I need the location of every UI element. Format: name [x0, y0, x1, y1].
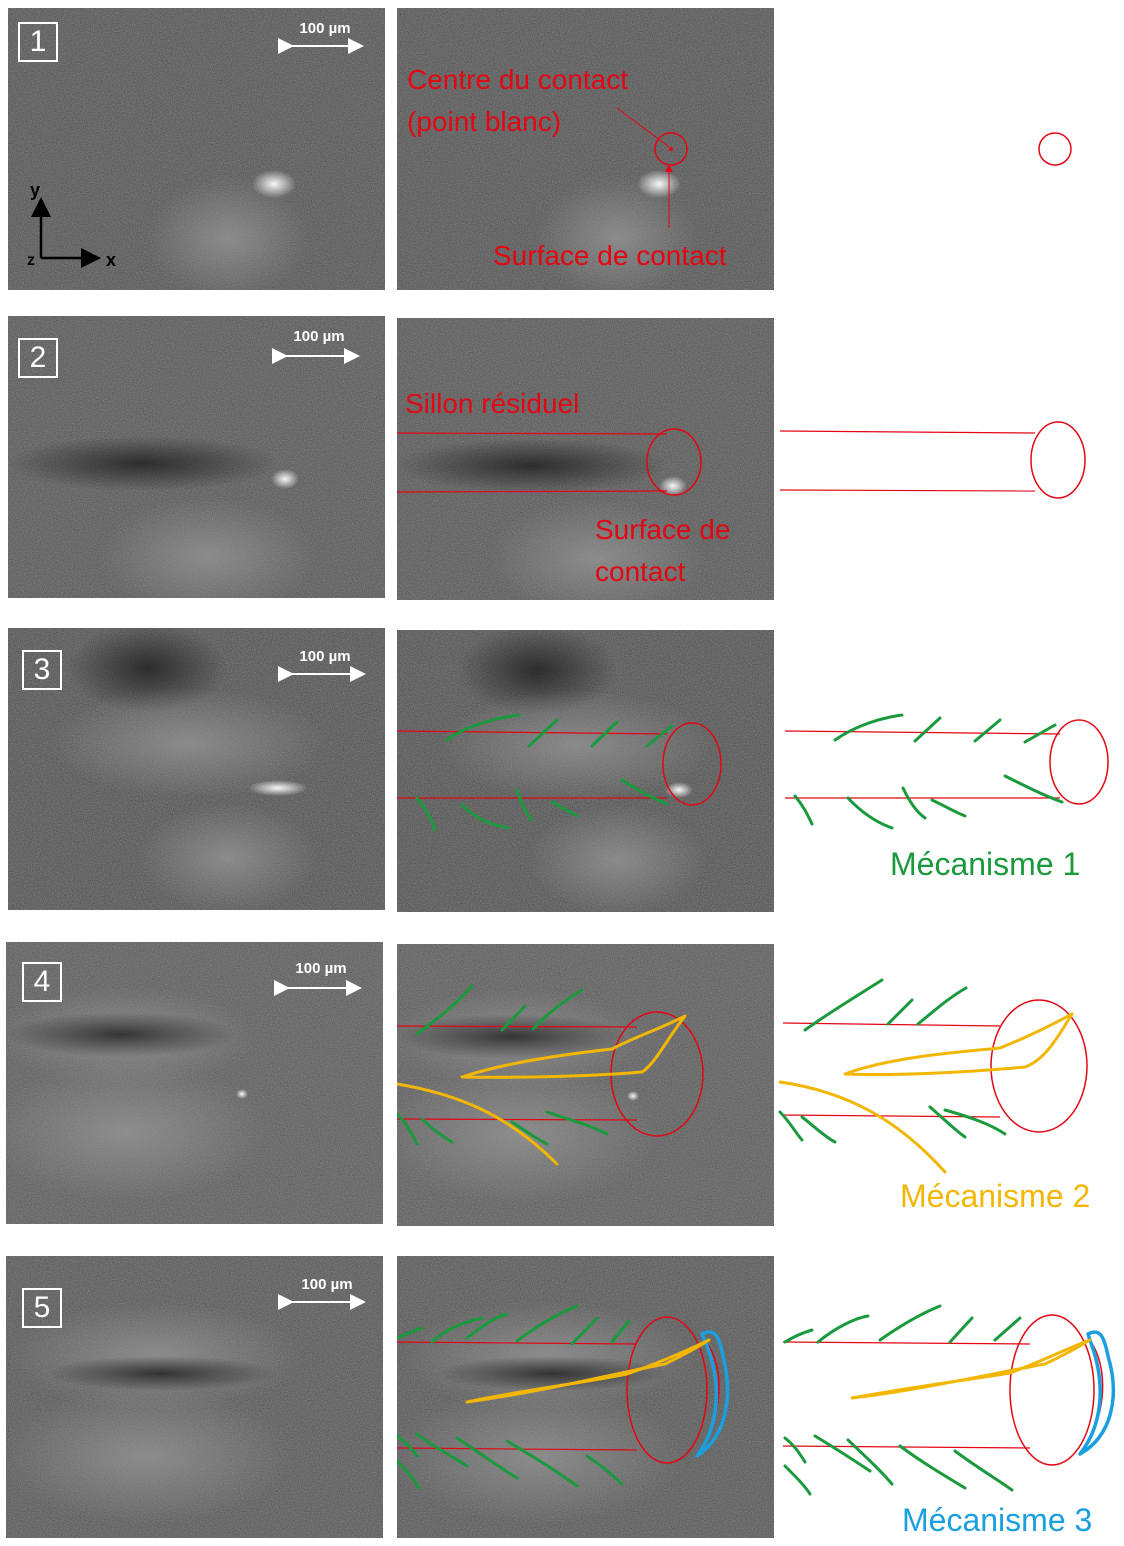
micrograph-5-raw: 5 100 µm — [6, 1256, 383, 1538]
axis-z-label: z — [27, 252, 35, 269]
scale-bar — [278, 666, 366, 682]
micrograph-2-raw: 2 100 µm — [8, 316, 385, 598]
schematic-contact-circle — [1038, 132, 1072, 166]
micrograph-texture — [397, 8, 774, 290]
row-number-badge: 2 — [18, 338, 58, 378]
mechanism-1-overlay — [397, 713, 722, 832]
contact-overlay — [616, 107, 688, 228]
schematic-5 — [782, 1304, 1116, 1496]
schematic-1 — [1038, 132, 1072, 166]
micrograph-texture — [397, 630, 774, 912]
mechanism-3-label: Mécanisme 3 — [902, 1502, 1093, 1538]
micrograph-4-annotated — [397, 944, 774, 1226]
sillon-label: Sillon résiduel — [405, 388, 580, 419]
micrograph-texture — [8, 8, 385, 290]
micrograph-texture — [397, 1256, 774, 1538]
schematic-4 — [778, 978, 1088, 1174]
figure-row-3: 3 100 µm — [0, 628, 1124, 912]
mechanism-2-overlay — [397, 984, 704, 1166]
surface-label-line2: contact — [595, 556, 686, 587]
scale-bar-label: 100 µm — [301, 1276, 353, 1293]
schematic-3 — [784, 713, 1109, 830]
row-number-badge: 3 — [22, 650, 62, 690]
axis-y-label: y — [29, 180, 40, 200]
scale-bar-label: 100 µm — [299, 648, 351, 665]
micrograph-texture — [397, 944, 774, 1226]
mechanism-2-label: Mécanisme 2 — [900, 1178, 1091, 1214]
centre-label: Centre du contact — [407, 64, 629, 95]
micrograph-1-raw: 1 100 µm y x z — [8, 8, 385, 290]
mechanism-1-label: Mécanisme 1 — [890, 846, 1081, 882]
scale-bar — [274, 980, 362, 996]
figure-row-4: 4 100 µm — [0, 942, 1124, 1226]
micrograph-3-raw: 3 100 µm — [8, 628, 385, 910]
figure-row-2: 2 100 µm Sillon résiduel Surface de cont… — [0, 316, 1124, 600]
row-number-badge: 5 — [22, 1288, 62, 1328]
micrograph-3-annotated — [397, 630, 774, 912]
row-number-badge: 4 — [22, 962, 62, 1002]
mechanism-3-crescent — [695, 1330, 730, 1458]
scale-bar — [278, 38, 364, 54]
surface-label: Surface de contact — [493, 240, 727, 271]
groove-edge-top — [397, 432, 668, 435]
groove-overlay — [397, 428, 702, 496]
micrograph-1-annotated: Centre du contact (point blanc) Surface … — [397, 8, 774, 290]
mechanism-3-overlay — [397, 1304, 730, 1490]
schematic-2 — [779, 421, 1086, 499]
surface-label-line1: Surface de — [595, 514, 731, 545]
micrograph-texture — [6, 942, 383, 1224]
micrograph-4-raw: 4 100 µm — [6, 942, 383, 1224]
groove-edge-bottom — [397, 490, 668, 493]
schematic-contact-ellipse — [1030, 421, 1086, 499]
figure-row-5: 5 100 µm — [0, 1256, 1124, 1538]
scale-bar-label: 100 µm — [295, 960, 347, 977]
contact-ellipse — [646, 428, 702, 496]
row-number-badge: 1 — [18, 22, 58, 62]
micrograph-2-annotated: Sillon résiduel Surface de contact — [397, 318, 774, 600]
scale-bar — [272, 348, 360, 364]
micrograph-texture — [397, 318, 774, 600]
centre-label-sub: (point blanc) — [407, 106, 562, 137]
pointer-line — [616, 107, 670, 148]
axes-icon — [31, 197, 101, 268]
micrograph-5-annotated — [397, 1256, 774, 1538]
scale-bar-label: 100 µm — [293, 328, 345, 345]
scale-bar-label: 100 µm — [299, 20, 351, 37]
figure-row-1: 1 100 µm y x z Centre du contact (point … — [0, 8, 1124, 290]
scale-bar — [278, 1294, 366, 1310]
axis-x-label: x — [105, 250, 116, 270]
contact-center-dot — [669, 147, 673, 151]
